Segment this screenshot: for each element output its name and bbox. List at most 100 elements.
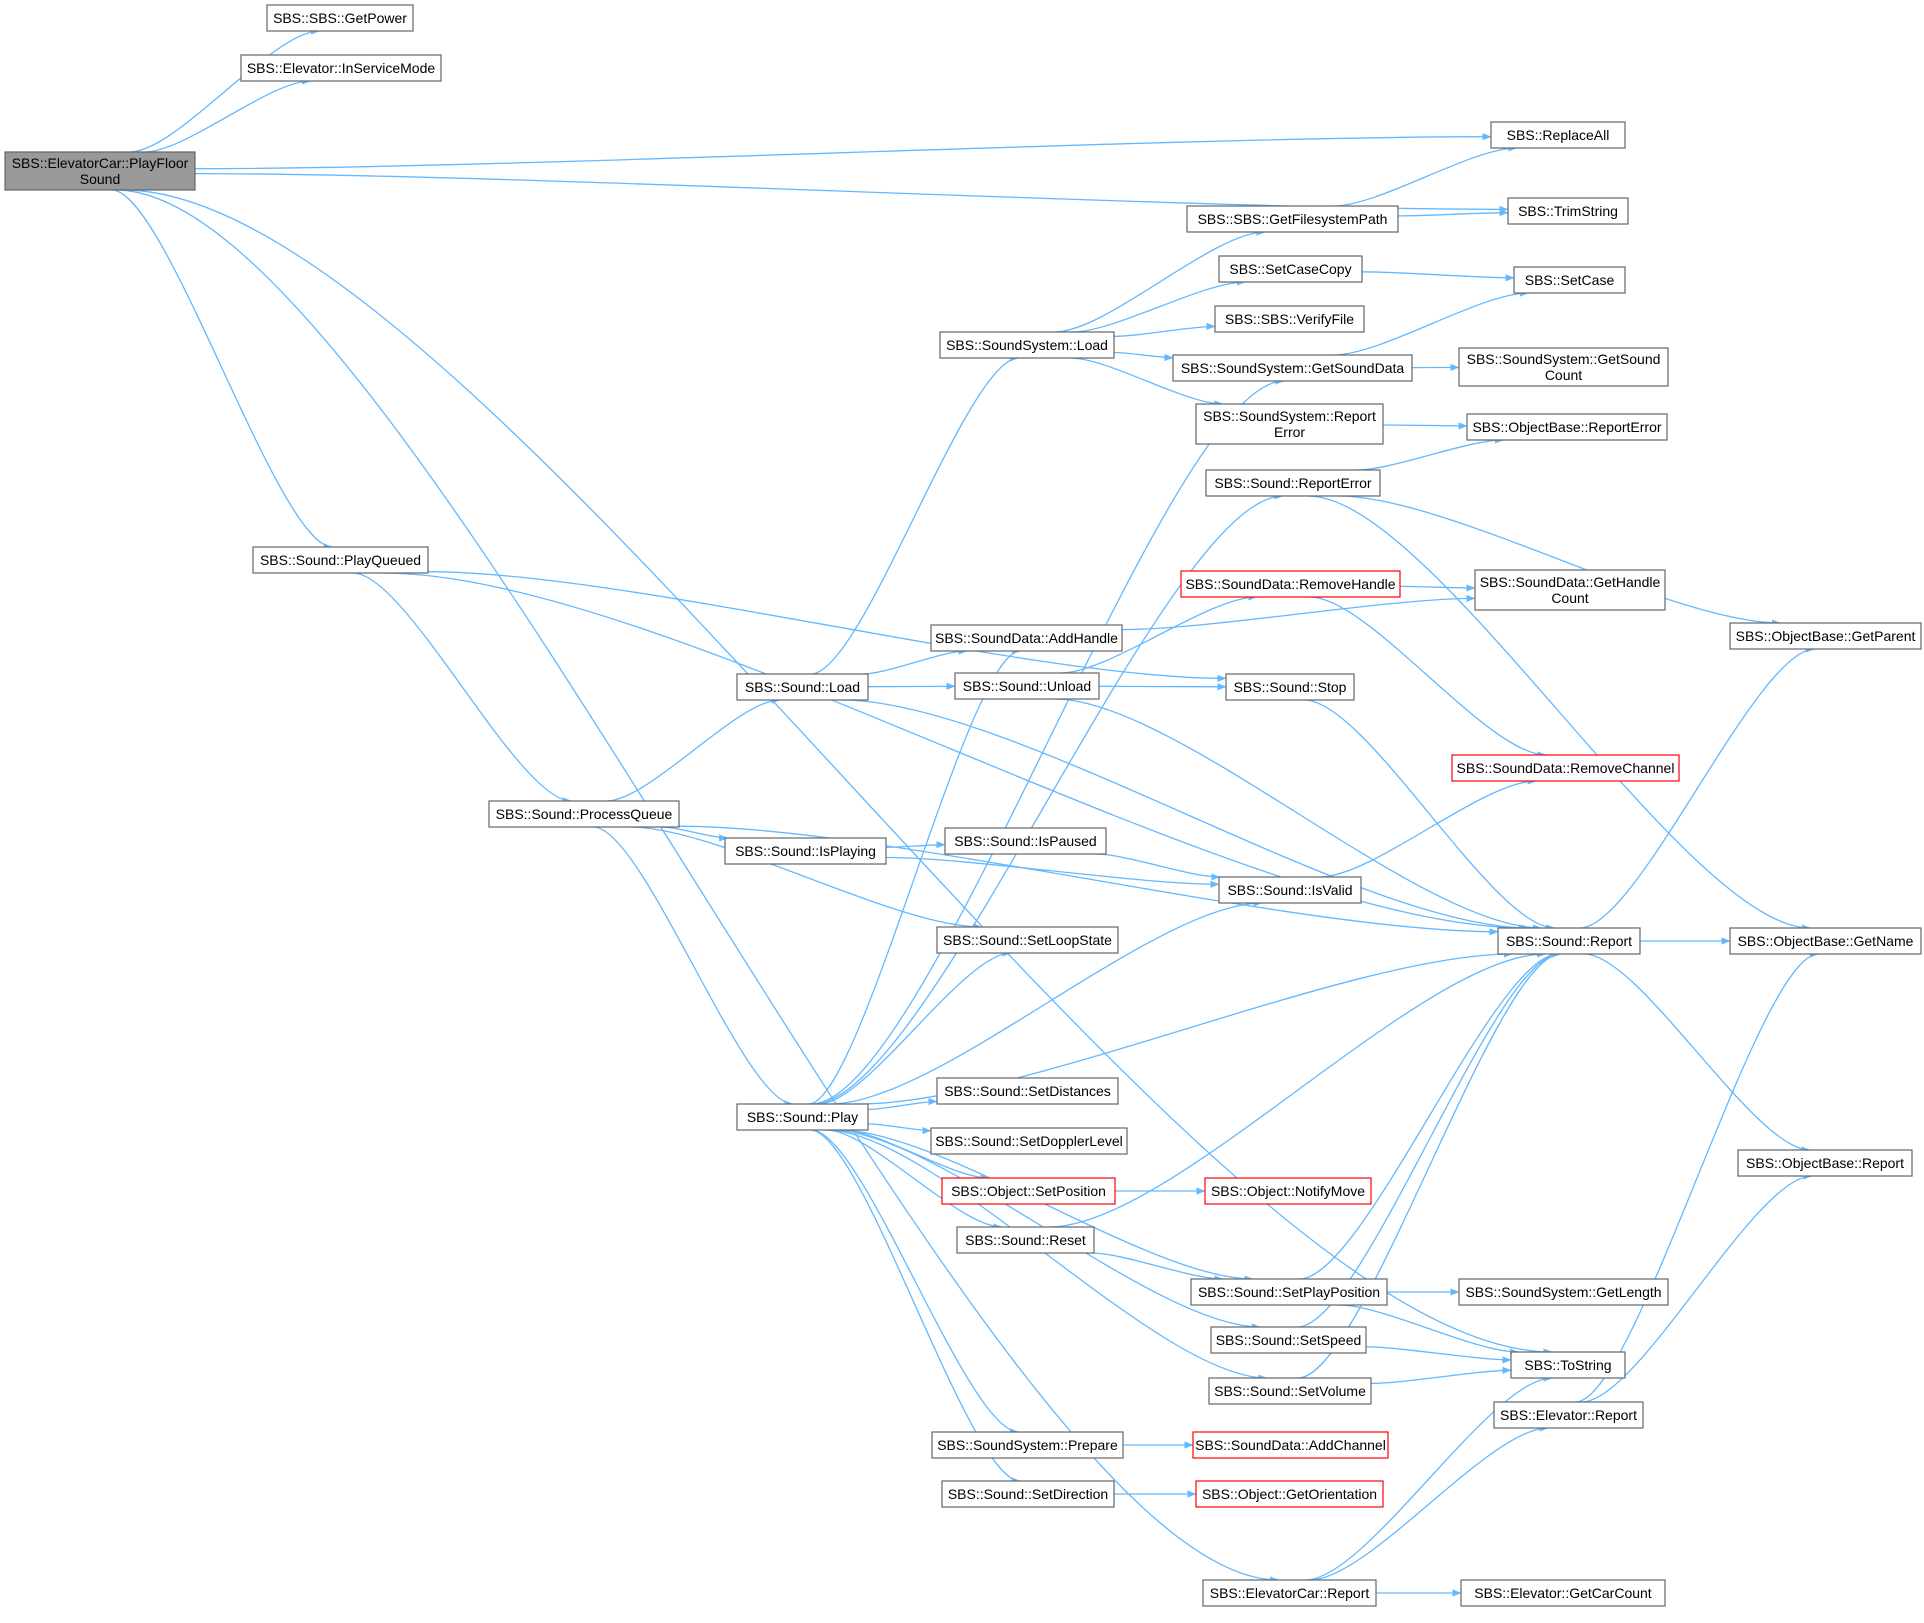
node-setdirection[interactable]: SBS::Sound::SetDirection — [941, 1480, 1115, 1508]
node-box — [936, 1077, 1119, 1105]
node-verifyfile[interactable]: SBS::SBS::VerifyFile — [1214, 305, 1365, 333]
node-getsounddata[interactable]: SBS::SoundSystem::GetSoundData — [1172, 354, 1413, 382]
node-box — [1204, 1177, 1372, 1205]
node-trimstring[interactable]: SBS::TrimString — [1507, 197, 1629, 225]
node-stop[interactable]: SBS::Sound::Stop — [1225, 673, 1355, 701]
node-getfilesystempath[interactable]: SBS::SBS::GetFilesystemPath — [1186, 205, 1399, 233]
node-box — [724, 837, 887, 865]
node-ob-report[interactable]: SBS::ObjectBase::Report — [1737, 1149, 1913, 1177]
node-box — [944, 827, 1107, 855]
call-edge-s_load-to-s_report — [841, 699, 1531, 932]
node-inservicemode[interactable]: SBS::Elevator::InServiceMode — [240, 54, 442, 82]
node-box — [252, 546, 429, 574]
node-getcarcount[interactable]: SBS::Elevator::GetCarCount — [1460, 1579, 1666, 1607]
call-edge-unload-to-removehandle — [1060, 593, 1258, 674]
node-removehandle[interactable]: SBS::SoundData::RemoveHandle — [1180, 570, 1401, 598]
node-isvalid[interactable]: SBS::Sound::IsValid — [1218, 876, 1362, 904]
edge-path — [1049, 950, 1546, 1228]
edge-path — [1308, 495, 1811, 932]
edge-path — [129, 27, 321, 153]
node-ec-report[interactable]: SBS::ElevatorCar::Report — [1202, 1579, 1377, 1607]
node-box — [1192, 1431, 1389, 1459]
edge-path — [1397, 209, 1509, 217]
node-setcasecopy[interactable]: SBS::SetCaseCopy — [1218, 255, 1363, 283]
node-label: SBS::SoundSystem::GetSound — [1467, 351, 1661, 367]
node-addchannel[interactable]: SBS::SoundData::AddChannel — [1192, 1431, 1389, 1459]
edge-path — [1370, 1366, 1512, 1385]
node-box — [1513, 266, 1626, 294]
node-getpower[interactable]: SBS::SBS::GetPower — [266, 4, 414, 32]
call-edge-unload-to-s_report — [1054, 698, 1542, 932]
node-setspeed[interactable]: SBS::Sound::SetSpeed — [1210, 1326, 1367, 1354]
node-replaceall[interactable]: SBS::ReplaceAll — [1490, 121, 1626, 149]
node-el-report[interactable]: SBS::Elevator::Report — [1493, 1401, 1644, 1429]
node-ob-reporterror[interactable]: SBS::ObjectBase::ReportError — [1466, 413, 1668, 441]
edge-path — [1583, 953, 1811, 1154]
node-prepare[interactable]: SBS::SoundSystem::Prepare — [931, 1431, 1124, 1459]
node-getlength[interactable]: SBS::SoundSystem::GetLength — [1458, 1278, 1669, 1306]
edge-path — [194, 133, 1492, 170]
node-setplayposition[interactable]: SBS::Sound::SetPlayPosition — [1190, 1278, 1388, 1306]
node-setdistances[interactable]: SBS::Sound::SetDistances — [936, 1077, 1119, 1105]
node-label: SBS::ObjectBase::GetParent — [1736, 628, 1916, 644]
node-label: SBS::Sound::SetVolume — [1214, 1383, 1366, 1399]
node-s-load[interactable]: SBS::Sound::Load — [736, 673, 869, 701]
call-edge-getfilesystempath-to-trimstring — [1397, 209, 1509, 217]
call-edge-root-to-getpower — [129, 27, 321, 153]
node-label: SBS::ElevatorCar::PlayFloor — [12, 155, 189, 171]
edge-path — [818, 949, 1012, 1105]
node-setloopstate[interactable]: SBS::Sound::SetLoopState — [936, 926, 1119, 954]
node-setposition[interactable]: SBS::Object::SetPosition — [941, 1177, 1116, 1205]
node-addhandle[interactable]: SBS::SoundData::AddHandle — [930, 624, 1123, 652]
node-getorientation[interactable]: SBS::Object::GetOrientation — [1195, 1480, 1384, 1508]
edge-path — [1581, 1172, 1813, 1403]
node-label: SBS::Object::GetOrientation — [1202, 1486, 1377, 1502]
node-box — [1195, 1480, 1384, 1508]
node-setdopplerlevel[interactable]: SBS::Sound::SetDopplerLevel — [930, 1127, 1128, 1155]
node-label: SBS::Sound::ProcessQueue — [496, 806, 673, 822]
node-tostring[interactable]: SBS::ToString — [1510, 1351, 1626, 1379]
node-processqueue[interactable]: SBS::Sound::ProcessQueue — [488, 800, 680, 828]
node-box — [4, 151, 196, 191]
node-setcase[interactable]: SBS::SetCase — [1513, 266, 1626, 294]
node-isplaying[interactable]: SBS::Sound::IsPlaying — [724, 837, 887, 865]
edge-path — [1298, 950, 1562, 1379]
edge-path — [1304, 699, 1556, 932]
node-label: SBS::Sound::SetDirection — [948, 1486, 1108, 1502]
edge-path — [629, 826, 983, 931]
node-ispaused[interactable]: SBS::Sound::IsPaused — [944, 827, 1107, 855]
node-box — [1493, 1401, 1644, 1429]
call-edge-setplayposition-to-s_report — [1299, 950, 1560, 1280]
node-reset[interactable]: SBS::Sound::Reset — [956, 1226, 1095, 1254]
node-unload[interactable]: SBS::Sound::Unload — [954, 672, 1100, 700]
call-edge-ec_report-to-tostring — [1305, 1374, 1553, 1581]
edge-path — [1333, 144, 1518, 207]
edge-path — [1098, 683, 1227, 691]
call-edge-play-to-addhandle — [808, 647, 1021, 1105]
edge-path — [867, 1123, 932, 1135]
node-play[interactable]: SBS::Sound::Play — [736, 1103, 869, 1131]
node-label: SBS::Elevator::InServiceMode — [247, 60, 436, 76]
edge-path — [111, 189, 333, 551]
node-setvolume[interactable]: SBS::Sound::SetVolume — [1208, 1377, 1372, 1405]
node-notifymove[interactable]: SBS::Object::NotifyMove — [1204, 1177, 1372, 1205]
node-getparent[interactable]: SBS::ObjectBase::GetParent — [1729, 622, 1922, 650]
node-box — [1218, 876, 1362, 904]
node-label: SBS::ObjectBase::ReportError — [1472, 419, 1661, 435]
node-getname[interactable]: SBS::ObjectBase::GetName — [1729, 927, 1922, 955]
node-label: SBS::SetCase — [1525, 272, 1615, 288]
call-edge-ispaused-to-isvalid — [1095, 853, 1221, 881]
node-ss-reporterror[interactable]: SBS::SoundSystem::ReportError — [1195, 403, 1384, 445]
node-removechannel[interactable]: SBS::SoundData::RemoveChannel — [1451, 754, 1680, 782]
node-label: SBS::ElevatorCar::Report — [1210, 1585, 1370, 1601]
node-label: SBS::SoundSystem::Report — [1203, 408, 1376, 424]
node-s-reporterror[interactable]: SBS::Sound::ReportError — [1205, 469, 1381, 497]
node-label: SBS::ToString — [1524, 1357, 1611, 1373]
node-playqueued[interactable]: SBS::Sound::PlayQueued — [252, 546, 429, 574]
call-edge-play-to-setvolume — [825, 1129, 1268, 1382]
node-s-report[interactable]: SBS::Sound::Report — [1497, 927, 1641, 955]
node-ss-load[interactable]: SBS::SoundSystem::Load — [939, 331, 1115, 359]
